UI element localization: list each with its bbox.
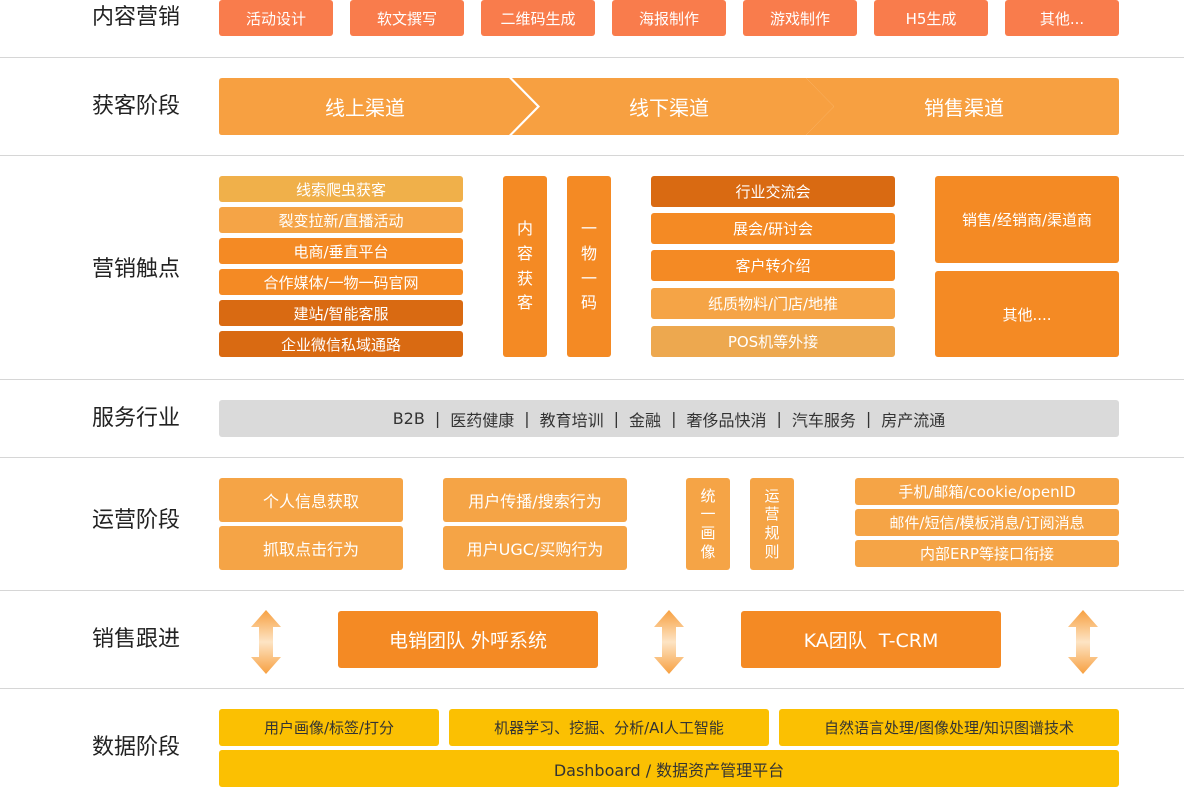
industry-item: 奢侈品快消 — [686, 410, 767, 430]
vertical-char: 一 — [700, 505, 716, 524]
channel-online: 线上渠道 — [325, 96, 405, 120]
channel-sales: 销售渠道 — [924, 96, 1004, 120]
channel-offline: 线下渠道 — [629, 96, 709, 120]
industry-item: 医药健康 — [450, 410, 515, 430]
industry-separator: | — [613, 409, 620, 428]
ops-item: 抓取点击行为 — [219, 526, 403, 570]
channel-chevron — [219, 78, 537, 135]
vertical-char: 一 — [580, 218, 597, 238]
vertical-char: 客 — [516, 293, 533, 313]
row-label-data: 数据阶段 — [91, 735, 180, 760]
industry-separator: | — [776, 409, 782, 428]
row-label-touchpoints: 营销触点 — [91, 257, 180, 282]
row-label-acquisition: 获客阶段 — [91, 94, 180, 119]
touchpoint-content-acquisition: 内 容 获 客 — [503, 176, 547, 357]
vertical-char: 容 — [516, 243, 533, 263]
content-item: 活动设计 — [219, 0, 333, 36]
touchpoint-offline: 行业交流会 — [651, 176, 895, 207]
channel-chevron — [512, 78, 834, 135]
content-item: 二维码生成 — [481, 0, 595, 36]
data-item: 机器学习、挖掘、分析/AI人工智能 — [449, 709, 769, 746]
ops-channel-item: 邮件/短信/模板消息/订阅消息 — [855, 509, 1119, 536]
content-item: 游戏制作 — [743, 0, 857, 36]
row-divider — [0, 379, 1184, 380]
channel-chevron — [806, 78, 1119, 135]
vertical-char: 物 — [580, 243, 597, 263]
touchpoint-online: 线索爬虫获客 — [219, 176, 463, 202]
vertical-char: 像 — [700, 542, 716, 561]
row-divider — [0, 590, 1184, 591]
touchpoint-sales-other: 其他.... — [935, 271, 1119, 357]
up-down-arrow-icon — [1068, 610, 1098, 674]
up-down-arrow-icon — [654, 610, 684, 674]
vertical-char: 画 — [700, 524, 716, 542]
industry-separator: | — [434, 409, 441, 428]
industry-item: 汽车服务 — [791, 410, 856, 430]
row-label-sales-followup: 销售跟进 — [91, 627, 180, 652]
row-divider — [0, 57, 1184, 58]
vertical-char: 码 — [580, 293, 597, 313]
content-item: H5生成 — [874, 0, 988, 36]
industry-item: 金融 — [629, 410, 662, 430]
vertical-char: 统 — [700, 486, 716, 505]
touchpoint-online: 建站/智能客服 — [219, 300, 463, 326]
touchpoint-online: 合作媒体/一物一码官网 — [219, 269, 463, 295]
vertical-char: 运 — [764, 486, 780, 505]
row-label-content-marketing: 内容营销 — [91, 5, 180, 30]
ka-team-box: KA团队 T-CRM — [741, 611, 1001, 668]
industry-item: B2B — [392, 409, 425, 428]
vertical-char: 则 — [764, 542, 780, 561]
ops-item: 个人信息获取 — [219, 478, 403, 522]
touchpoint-sales-partners: 销售/经销商/渠道商 — [935, 176, 1119, 263]
data-item: 用户画像/标签/打分 — [219, 709, 439, 746]
up-down-arrow-icon — [251, 610, 281, 674]
row-label-industries: 服务行业 — [91, 406, 180, 431]
industry-separator: | — [671, 409, 677, 428]
touchpoint-one-code: 一 物 一 码 — [567, 176, 611, 357]
touchpoint-offline: 展会/研讨会 — [651, 213, 895, 244]
touchpoint-offline: POS机等外接 — [651, 326, 895, 357]
data-item: 自然语言处理/图像处理/知识图谱技术 — [779, 709, 1119, 746]
content-item: 其他... — [1005, 0, 1119, 36]
ops-channel-item: 手机/邮箱/cookie/openID — [855, 478, 1119, 505]
industry-item: 教育培训 — [539, 410, 604, 430]
industry-separator: | — [524, 409, 530, 428]
ops-item: 用户传播/搜索行为 — [443, 478, 627, 522]
touchpoint-online: 企业微信私域通路 — [219, 331, 463, 357]
touchpoint-offline: 纸质物料/门店/地推 — [651, 288, 895, 319]
ops-unified-profile: 统 一 画 像 — [686, 478, 730, 570]
telesales-team-box: 电销团队 外呼系统 — [338, 611, 598, 668]
ops-channel-item: 内部ERP等接口衔接 — [855, 540, 1119, 567]
industry-item: 房产流通 — [881, 410, 946, 430]
data-platform-bar: Dashboard / 数据资产管理平台 — [219, 750, 1119, 787]
vertical-char: 获 — [516, 268, 533, 288]
content-item: 软文撰写 — [350, 0, 464, 36]
touchpoint-online: 裂变拉新/直播活动 — [219, 207, 463, 233]
row-label-operations: 运营阶段 — [91, 508, 180, 533]
row-divider — [0, 457, 1184, 458]
row-divider — [0, 155, 1184, 156]
touchpoint-offline: 客户转介绍 — [651, 250, 895, 281]
vertical-char: 内 — [516, 218, 533, 238]
row-divider — [0, 688, 1184, 689]
vertical-char: 规 — [764, 524, 780, 542]
industry-separator: | — [865, 409, 872, 428]
vertical-char: 一 — [580, 268, 597, 288]
ops-item: 用户UGC/买购行为 — [443, 526, 627, 570]
industry-bar: B2B | 医药健康 | 教育培训 | 金融 | 奢侈品快消 | 汽车服务 | … — [219, 400, 1119, 437]
touchpoint-online: 电商/垂直平台 — [219, 238, 463, 264]
ops-operation-rules: 运 营 规 则 — [750, 478, 794, 570]
content-item: 海报制作 — [612, 0, 726, 36]
vertical-char: 营 — [764, 505, 780, 524]
